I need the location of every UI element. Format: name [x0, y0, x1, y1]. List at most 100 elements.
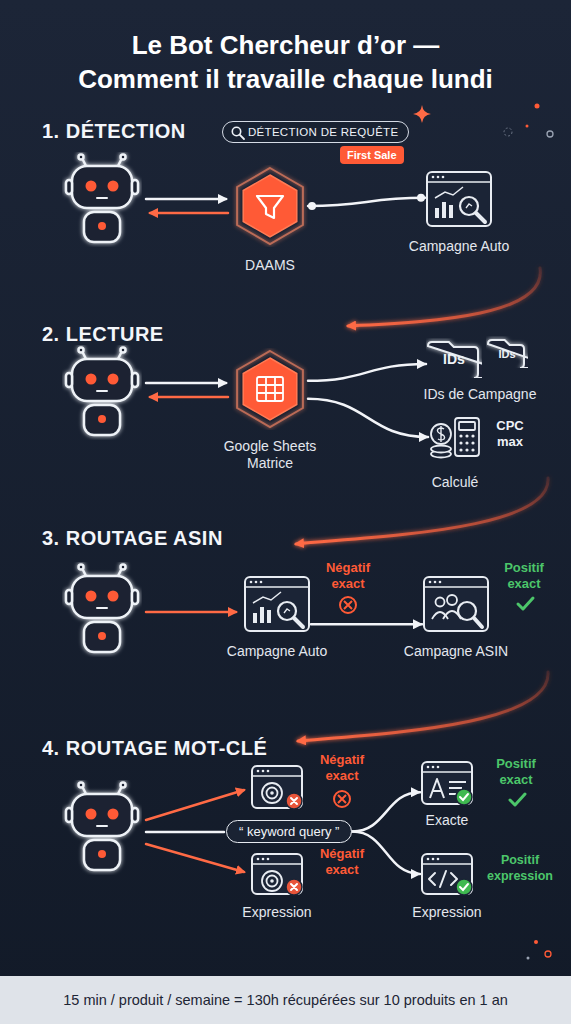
svg-part [488, 340, 528, 368]
svg-part [257, 770, 260, 773]
svg-part [471, 448, 474, 451]
svg-part [422, 762, 472, 804]
svg-part [442, 202, 446, 218]
cpc-icon [428, 412, 482, 462]
svg-part [427, 766, 430, 769]
process-hexagon: DAAMS [232, 165, 308, 247]
svg-part [262, 871, 282, 891]
folder-icon: IDs [486, 336, 528, 368]
section-heading: 3. ROUTAGE ASIN [42, 526, 223, 550]
svg-part [459, 422, 475, 430]
svg-part [471, 434, 474, 437]
svg-part [437, 176, 440, 179]
code-icon [420, 852, 474, 896]
connector [308, 399, 428, 437]
svg-part [340, 597, 356, 613]
svg-part [431, 418, 479, 458]
match-icon: Positif expressionExpression [420, 852, 474, 896]
svg-part [432, 595, 461, 619]
svg-part [146, 831, 224, 834]
svg-part [413, 105, 431, 123]
svg-part [338, 795, 346, 803]
svg-part [262, 858, 265, 861]
folder-icon: IDsIDs de Campagne [426, 338, 482, 378]
node-label: Campagne Auto [227, 643, 327, 660]
hex-icon [232, 348, 308, 430]
node-label: Expression [242, 904, 311, 921]
svg-part [456, 879, 472, 895]
match-icon: Positif exactExacte [420, 760, 474, 806]
svg-part [257, 858, 260, 861]
svg-part [245, 586, 309, 588]
svg-part [252, 766, 302, 808]
svg-part [0, 976, 571, 1024]
svg-part [534, 940, 538, 944]
svg-part [504, 128, 512, 136]
svg-part [427, 858, 430, 861]
svg-part [431, 446, 451, 453]
svg-part [344, 601, 352, 609]
section-heading: 1. DÉTECTION [42, 119, 186, 143]
svg-part [262, 871, 282, 891]
svg-part [250, 581, 253, 584]
section-heading: 2. LECTURE [42, 322, 164, 346]
node-label: Exacte [426, 812, 469, 829]
node-label: IDs de Campagne [424, 386, 537, 403]
svg-part [66, 565, 138, 653]
section-heading: 4. ROUTAGE MOT-CLÉ [42, 736, 267, 760]
svg-part [434, 581, 437, 584]
svg-part [267, 876, 278, 887]
fid-text: IDs [443, 351, 465, 367]
svg-part [243, 175, 297, 237]
svg-part [252, 854, 302, 894]
svg-part [465, 448, 468, 451]
svg-part [435, 202, 453, 218]
connector [308, 364, 426, 381]
svg-part [442, 176, 445, 179]
svg-part [257, 377, 283, 401]
node-label: Calculé [432, 474, 479, 491]
svg-part [465, 441, 468, 444]
svg-part [267, 610, 271, 623]
svg-part [545, 951, 551, 957]
connector [311, 623, 422, 626]
svg-part [348, 268, 540, 326]
svg-part [260, 607, 264, 623]
svg-part [270, 879, 274, 883]
svg-part [150, 396, 228, 399]
svg-part [527, 957, 530, 960]
node-text: “ keyword query ” [239, 824, 339, 839]
svg-part [518, 598, 533, 609]
svg-part [437, 426, 444, 442]
svg-part [240, 135, 244, 139]
svg-part [257, 196, 283, 218]
svg-part [267, 788, 278, 799]
cpc-text: CPC max [488, 418, 532, 450]
node-label: Google Sheets Matrice [210, 438, 330, 472]
target-icon: Négatif exact [250, 764, 304, 810]
target-icon [250, 764, 304, 810]
svg-part [436, 598, 445, 607]
fid-text: IDs [498, 346, 515, 362]
svg-part [459, 434, 462, 437]
tag-badge: First Sale [340, 146, 404, 164]
svg-part [262, 770, 265, 773]
svg-part [435, 187, 463, 198]
exact-icon [420, 760, 474, 806]
svg-part [291, 884, 297, 890]
node-text: First Sale [347, 149, 397, 161]
svg-part [471, 441, 474, 444]
svg-part [459, 448, 462, 451]
svg-part [424, 586, 488, 588]
svg-part [245, 577, 309, 631]
svg-part [431, 424, 451, 444]
svg-part [267, 858, 270, 861]
svg-part [439, 581, 442, 584]
svg-part [146, 198, 226, 201]
pos-text: Positif expression [480, 852, 560, 884]
svg-part [255, 581, 258, 584]
svg-part [146, 844, 244, 872]
svg-part [253, 613, 257, 623]
